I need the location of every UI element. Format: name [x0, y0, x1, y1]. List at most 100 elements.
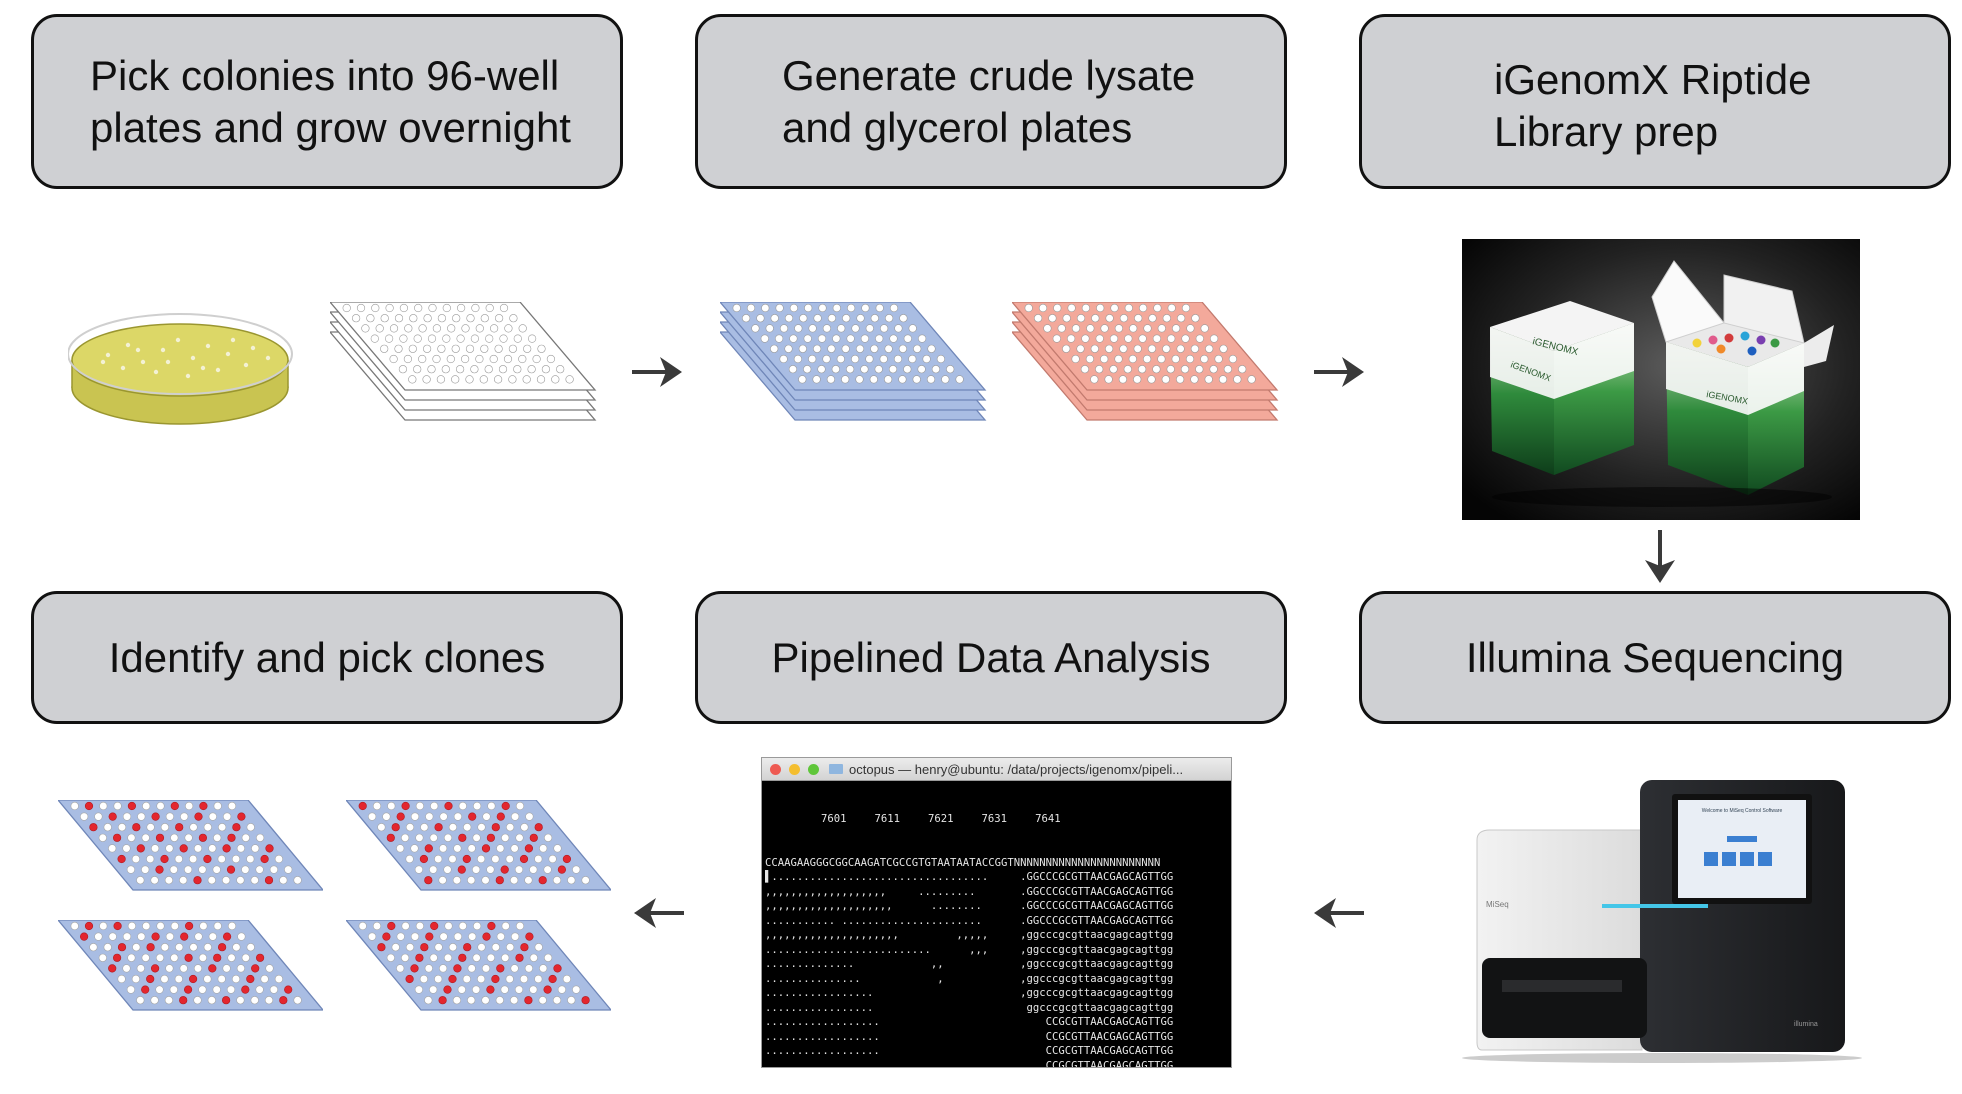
plate-well	[538, 996, 547, 1005]
plate-well	[510, 964, 519, 973]
plate-well	[227, 921, 237, 931]
plate-well	[837, 324, 846, 333]
plate-well	[246, 854, 255, 864]
plate-well	[375, 324, 384, 333]
plate-well	[572, 985, 581, 994]
plate-well	[499, 303, 509, 313]
plate-well	[466, 314, 475, 323]
plate-well	[894, 324, 903, 333]
plate-well	[475, 354, 484, 364]
plate-well	[227, 953, 236, 962]
plate-well	[1048, 314, 1057, 323]
plate-well	[250, 876, 259, 885]
plate-well	[505, 854, 514, 864]
plate-well	[539, 964, 548, 973]
plate-well	[180, 812, 189, 821]
plate-well	[572, 865, 581, 874]
plate-well	[841, 375, 850, 384]
plate-well	[423, 314, 432, 323]
plate-well	[1204, 375, 1213, 384]
plate-well	[496, 844, 505, 853]
close-window-icon[interactable]	[770, 763, 781, 775]
hit-well	[184, 985, 193, 994]
plate-well	[264, 996, 274, 1005]
plate-well	[136, 996, 145, 1005]
ruler-number: 7601	[821, 813, 847, 825]
plate-well	[1124, 303, 1133, 313]
plate-well	[438, 844, 448, 853]
plate-well	[389, 354, 398, 364]
plate-well	[265, 964, 274, 973]
plate-well	[131, 974, 140, 984]
plate-well	[250, 996, 259, 1005]
plate-well	[410, 932, 420, 941]
colony	[125, 342, 131, 348]
plate-well	[1119, 314, 1128, 323]
hit-well	[491, 974, 500, 984]
plate-well	[913, 344, 922, 353]
plate-well	[403, 354, 412, 364]
plate-well	[770, 344, 779, 353]
ruler-number: 7631	[981, 813, 1008, 825]
plate-well	[536, 375, 546, 384]
hit-well	[453, 964, 462, 973]
miseq-brand-label: illumina	[1794, 1021, 1818, 1028]
colony	[265, 355, 271, 361]
plate-well	[1195, 334, 1204, 343]
plate-well	[918, 334, 927, 343]
plate-well	[513, 365, 522, 374]
colony	[120, 365, 126, 371]
plate-well	[342, 303, 351, 313]
plate-well	[448, 943, 457, 952]
plate-well	[504, 324, 513, 333]
plate-well	[1205, 344, 1214, 353]
hit-well	[463, 943, 472, 952]
plate-well	[1185, 354, 1195, 364]
plate-well	[396, 964, 405, 973]
plate-well	[136, 964, 145, 973]
plate-well	[481, 876, 490, 885]
hit-well	[136, 844, 145, 853]
colony	[200, 365, 206, 371]
plate-well	[808, 354, 817, 364]
plate-well	[422, 344, 432, 353]
hit-well	[189, 974, 198, 984]
minimize-window-icon[interactable]	[789, 763, 800, 775]
maximize-window-icon[interactable]	[808, 763, 819, 775]
plate-well	[884, 375, 893, 384]
plate-well	[1062, 344, 1071, 353]
step-identify-clones: Identify and pick clones	[31, 591, 623, 724]
plate-well	[751, 324, 760, 333]
plate-well	[227, 801, 237, 811]
hit-well	[534, 823, 543, 832]
plate-well	[405, 943, 415, 952]
plate-well	[1172, 324, 1181, 333]
plate-well	[122, 844, 131, 853]
plate-well	[481, 964, 491, 973]
plate-well	[94, 932, 103, 941]
plate-well	[352, 314, 361, 323]
plate-well	[386, 953, 395, 962]
plate-well	[185, 801, 194, 811]
plate-well	[1138, 365, 1147, 374]
plate-well	[519, 974, 529, 984]
hit-well	[84, 921, 94, 931]
plate-well	[427, 365, 436, 374]
plate-well	[515, 921, 525, 931]
plate-well	[846, 334, 855, 343]
plate-well	[155, 953, 165, 962]
hit-well	[543, 985, 552, 994]
plate-well	[926, 375, 936, 384]
plate-well	[481, 996, 490, 1005]
hit-well	[218, 943, 227, 952]
hit-well	[194, 812, 203, 821]
plate-well	[141, 953, 150, 962]
hit-well	[160, 854, 169, 864]
lysate-plate-stack	[720, 302, 987, 421]
plate-well	[443, 833, 453, 842]
plate-well	[170, 921, 179, 931]
plate-well	[581, 876, 590, 885]
hit-well	[481, 844, 491, 853]
plate-well	[456, 334, 465, 343]
plate-well	[513, 334, 522, 343]
